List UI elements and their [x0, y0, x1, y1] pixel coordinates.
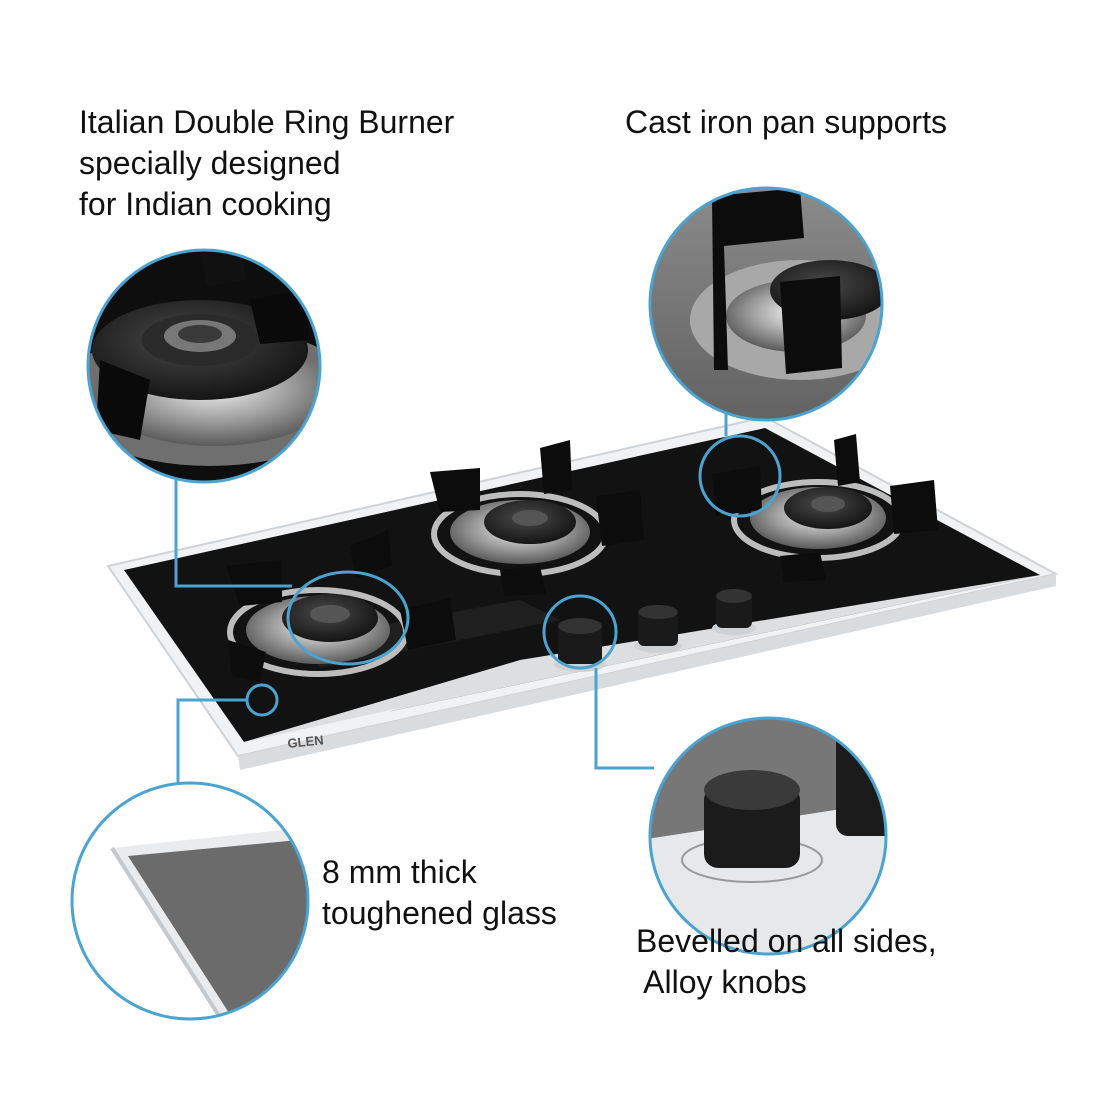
caption-glass-line-1: 8 mm thick [322, 854, 477, 890]
brand-mark: GLEN [287, 732, 324, 751]
callout-line-burner [174, 474, 292, 588]
callout-line-knob [594, 668, 654, 770]
caption-knobs-line-1: Bevelled on all sides, [636, 923, 937, 959]
caption-pan-supports-line-1: Cast iron pan supports [625, 104, 947, 140]
caption-burner-line-1: Italian Double Ring Burner [79, 104, 455, 140]
zoom-circle-pan-support [648, 186, 884, 422]
callout-marker-burner [286, 570, 410, 666]
burner-middle [430, 440, 644, 596]
caption-burner-line-2: specially designed [79, 145, 341, 181]
caption-burner: Italian Double Ring Burner specially des… [79, 102, 454, 225]
caption-pan-supports: Cast iron pan supports [625, 102, 947, 143]
burner-right [712, 434, 938, 582]
callout-marker-knob [542, 594, 618, 670]
callout-marker-pan-support [698, 434, 782, 518]
caption-knobs-line-2: Alloy knobs [636, 964, 807, 1000]
callout-line-glass [176, 698, 248, 786]
control-knobs [554, 589, 756, 672]
caption-burner-line-3: for Indian cooking [79, 186, 332, 222]
burner-left [226, 530, 456, 682]
caption-glass: 8 mm thick toughened glass [322, 852, 557, 934]
caption-glass-line-2: toughened glass [322, 895, 557, 931]
zoom-circle-glass [70, 781, 310, 1021]
zoom-circle-burner [86, 248, 322, 484]
caption-knobs: Bevelled on all sides, Alloy knobs [636, 921, 937, 1003]
